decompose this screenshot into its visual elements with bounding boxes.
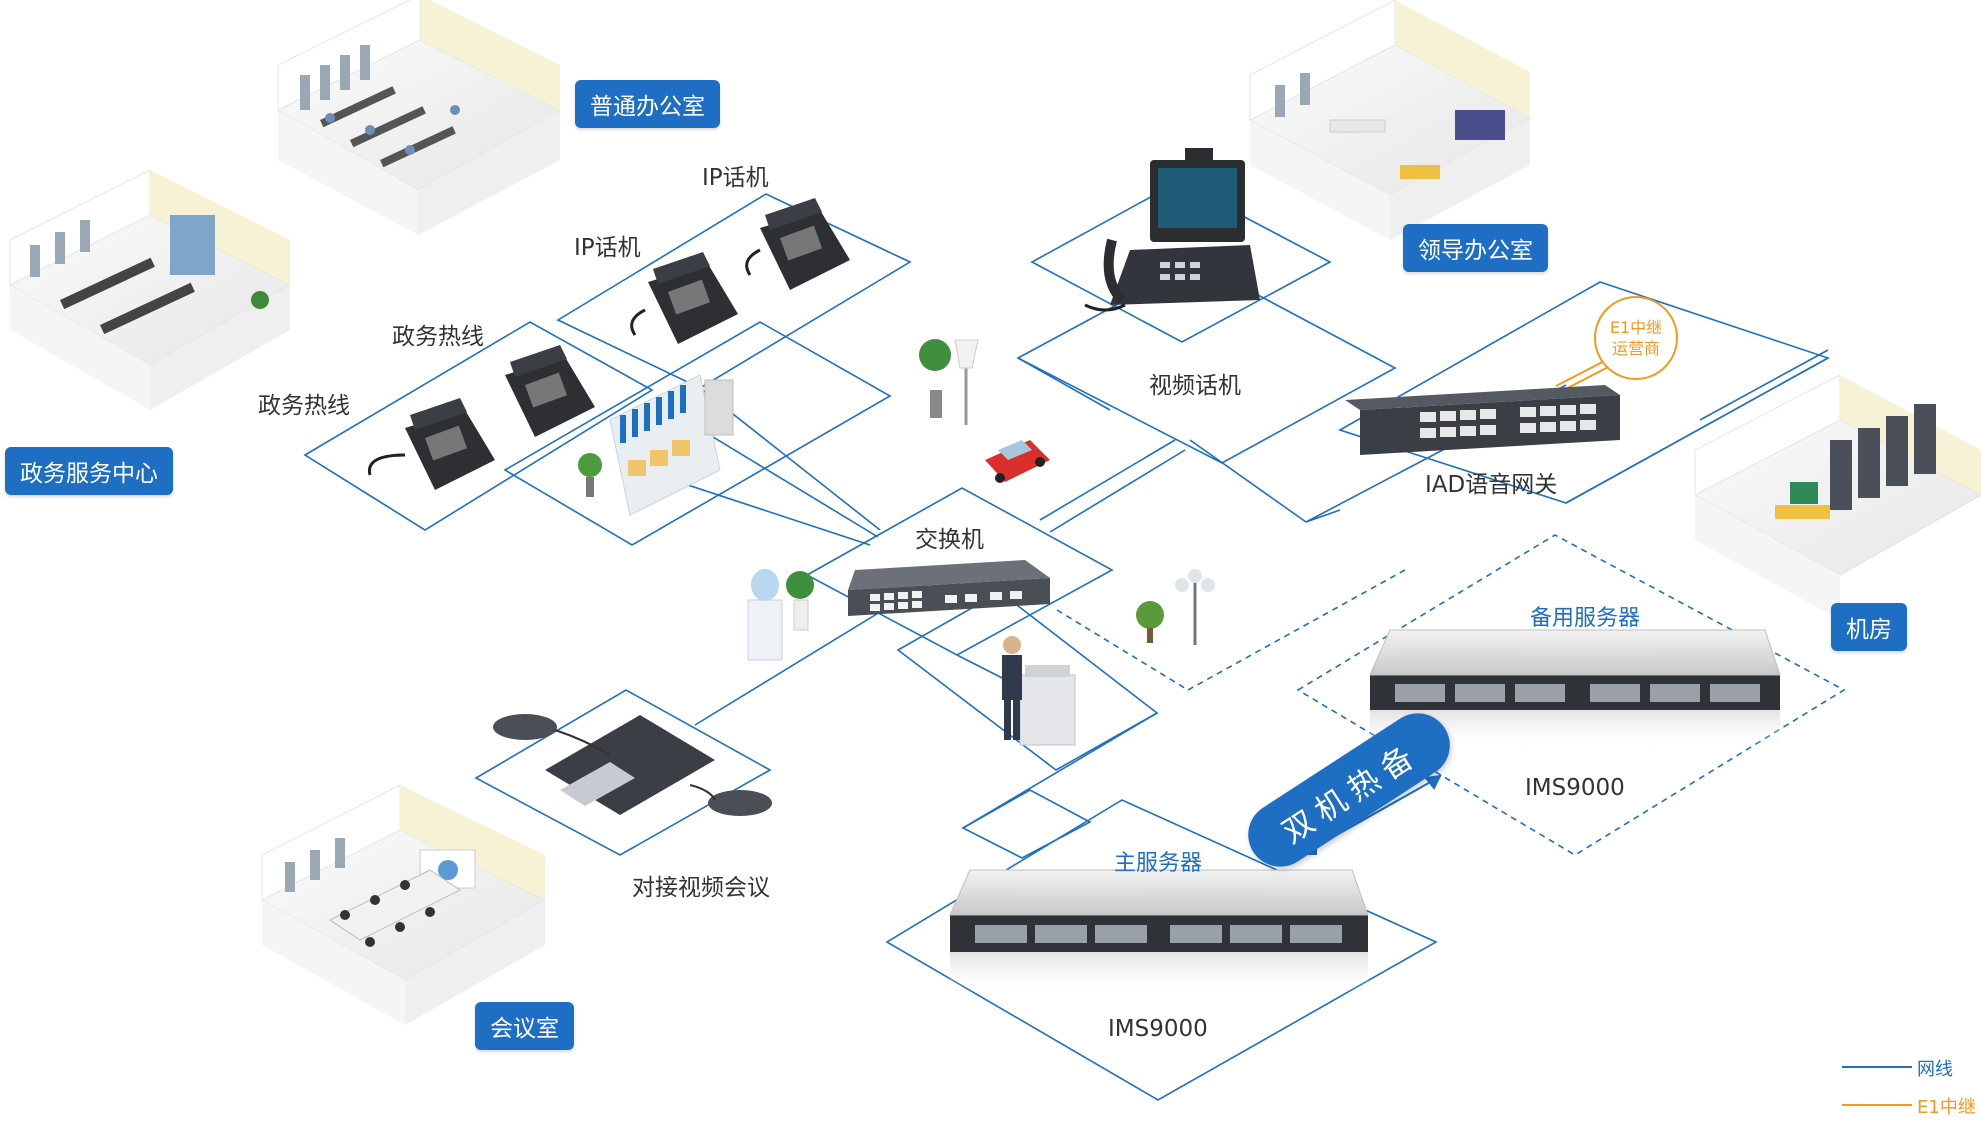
car-illustration [985,440,1050,483]
main-server-model: IMS9000 [1108,1016,1208,1042]
e1-badge-line2: 运营商 [1611,339,1660,358]
water-dispenser-illustration [747,569,814,661]
conference-phone-device [493,714,772,816]
e1-badge-line1: E1中继 [1609,318,1663,337]
backup-server-device [1369,629,1781,750]
tag-gov-service-center: 政务服务中心 [5,447,173,495]
leader-office-illustration [1248,0,1532,240]
archive-zone [503,321,892,546]
video-conf-label: 对接视频会议 [632,875,770,901]
legend-network-cable: 网线 [1917,1059,1953,1080]
arrow-head-right [1424,774,1442,790]
switch-zone [805,487,1114,656]
ip-phone-zone [556,193,912,389]
dashed-links [1056,534,1846,856]
switch-device [848,560,1050,616]
video-phone-zone [1030,181,1332,343]
iad-gateway-label: IAD语音网关 [1425,472,1558,498]
backup-server-zone [1296,534,1846,856]
main-server-label: 主服务器 [1114,851,1203,876]
general-office-illustration [276,0,562,235]
machine-room-illustration [1693,374,1981,620]
ip-phone-device-2 [630,252,738,344]
gov-hotline-label-2: 政务热线 [258,393,350,419]
switch-label: 交换机 [915,527,984,553]
plant-lamp-illustration [919,339,979,425]
hotline-zone [303,321,654,531]
main-server-link-zone [961,789,1092,859]
tag-machine-room: 机房 [1831,603,1907,651]
conference-zone [474,689,772,856]
legend-lines [1842,1066,1912,1106]
main-server-device [949,869,1369,994]
tag-leader-office: 领导办公室 [1403,224,1548,272]
backup-server-label: 备用服务器 [1530,606,1641,631]
video-phone-label: 视频话机 [1149,373,1241,399]
ip-phone-label-2: IP话机 [574,235,641,261]
hotline-phone-device-1 [505,345,595,437]
ip-phone-device-1 [745,198,850,290]
tag-meeting-room: 会议室 [475,1002,574,1050]
archive-shelf-illustration [578,374,734,516]
video-phone-device [1084,148,1260,312]
legend-e1-trunk: E1中继 [1917,1097,1976,1118]
hotline-phone-device-2 [367,398,495,490]
backup-server-model: IMS9000 [1525,775,1625,801]
ip-phone-label-1: IP话机 [702,165,769,191]
tag-general-office: 普通办公室 [575,80,720,128]
iad-gateway-device [1345,385,1620,455]
street-lamp-illustration [1136,569,1215,645]
gov-service-center-illustration [8,169,292,410]
printer-person-illustration [1002,636,1076,746]
e1-operator-badge: E1中继 运营商 [1594,296,1678,380]
meeting-room-illustration [260,784,547,1025]
gov-hotline-label-1: 政务热线 [392,324,484,350]
